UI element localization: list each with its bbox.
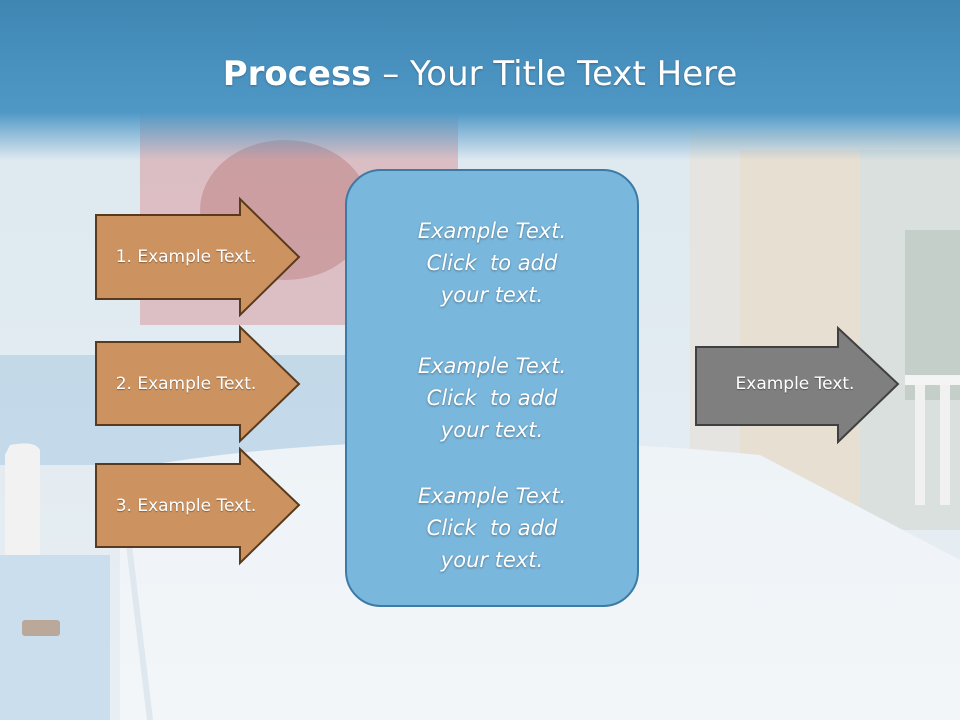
- block-line: Click to add: [426, 386, 558, 410]
- center-text-box[interactable]: Example Text. Click to add your text. Ex…: [345, 169, 639, 607]
- right-arrow-shape-icon: [95, 196, 301, 318]
- block-line: your text.: [440, 283, 544, 307]
- title-bold: Process: [222, 54, 372, 94]
- block-line: Example Text.: [417, 219, 567, 243]
- block-line: your text.: [440, 548, 544, 572]
- title-rest: – Your Title Text Here: [371, 54, 738, 94]
- process-step-arrow-3[interactable]: 3. Example Text.: [95, 446, 301, 566]
- process-step-arrow-2[interactable]: 2. Example Text.: [95, 324, 301, 444]
- block-line: Click to add: [426, 516, 558, 540]
- title-band: [0, 0, 960, 160]
- arrow-label: 2. Example Text.: [115, 374, 257, 394]
- slide-title[interactable]: Process – Your Title Text Here: [0, 52, 960, 96]
- right-arrow-shape-icon: [95, 324, 301, 444]
- block-line: Click to add: [426, 251, 558, 275]
- arrow-label: 1. Example Text.: [115, 247, 257, 267]
- center-text-block-3[interactable]: Example Text. Click to add your text.: [347, 480, 637, 576]
- right-arrow-shape-icon: [95, 446, 301, 566]
- center-text-block-1[interactable]: Example Text. Click to add your text.: [347, 215, 637, 311]
- block-line: Example Text.: [417, 354, 567, 378]
- arrow-label: Example Text.: [735, 374, 855, 394]
- process-step-arrow-1[interactable]: 1. Example Text.: [95, 196, 301, 318]
- center-text-block-2[interactable]: Example Text. Click to add your text.: [347, 350, 637, 446]
- right-arrow-shape-icon: [695, 325, 900, 445]
- arrow-label: 3. Example Text.: [115, 495, 257, 516]
- block-line: Example Text.: [417, 484, 567, 508]
- block-line: your text.: [440, 418, 544, 442]
- result-arrow[interactable]: Example Text.: [695, 325, 900, 445]
